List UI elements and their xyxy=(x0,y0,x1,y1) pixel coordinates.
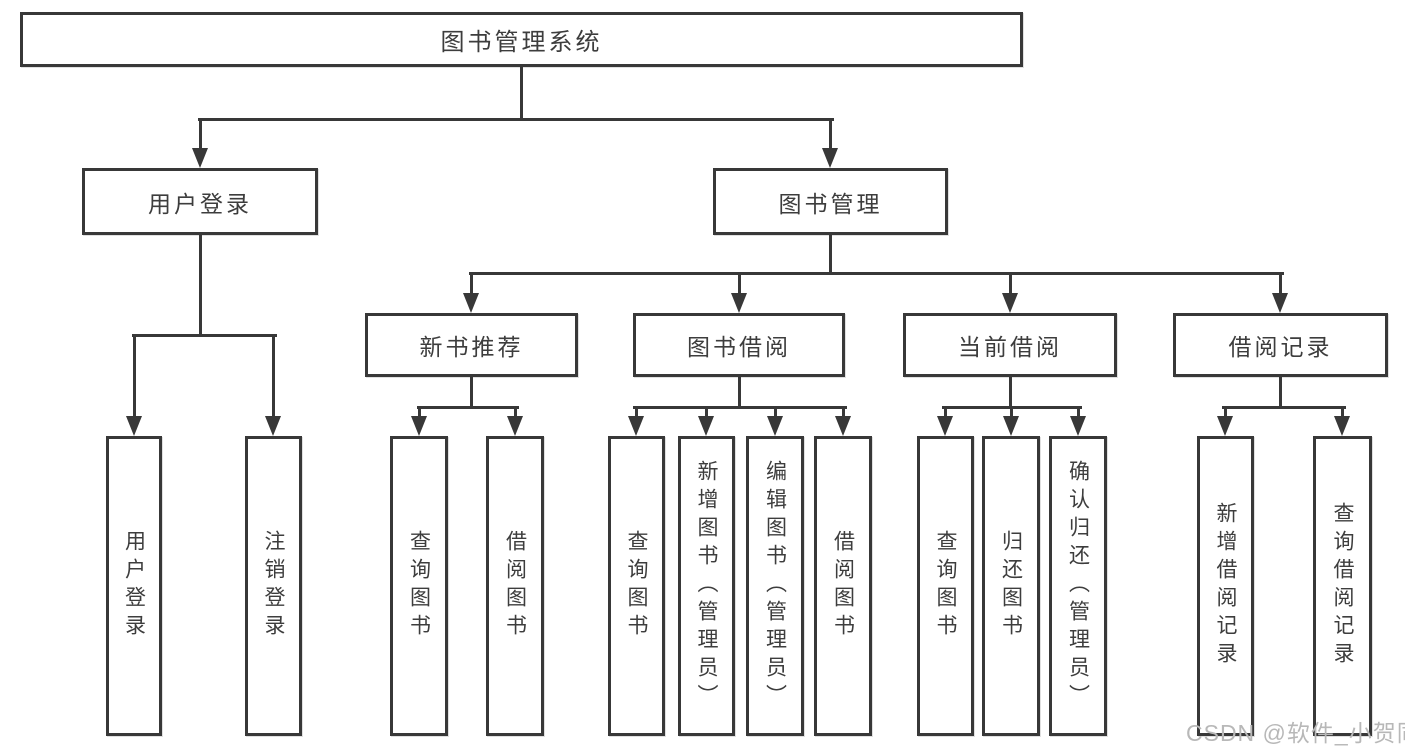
connector-line-vertical xyxy=(943,407,947,417)
node-label: 查询图书 xyxy=(407,530,431,642)
connector-line-vertical xyxy=(737,273,741,294)
arrow-down-icon xyxy=(1002,293,1018,313)
arrow-down-icon xyxy=(1070,416,1086,436)
node-label: 图书管理系统 xyxy=(440,29,603,56)
node-label: 图书借阅 xyxy=(687,334,791,360)
connector-line-vertical xyxy=(132,335,136,417)
connector-line-vertical xyxy=(198,119,202,149)
node-label: 借阅图书 xyxy=(503,530,527,642)
arrow-down-icon xyxy=(507,416,523,436)
connector-line-vertical xyxy=(469,377,473,407)
arrow-down-icon xyxy=(822,148,838,168)
node-label: 新增借阅记录 xyxy=(1214,502,1237,670)
arrow-down-icon xyxy=(731,293,747,313)
arrow-down-icon xyxy=(192,148,208,168)
arrow-down-icon xyxy=(1217,416,1233,436)
connector-line-vertical xyxy=(1223,407,1227,417)
connector-line-vertical xyxy=(1008,377,1012,407)
leaf-logout: 注销登录 xyxy=(245,436,302,736)
connector-line-vertical xyxy=(1009,407,1013,417)
node-current-borrowing: 当前借阅 xyxy=(903,313,1117,377)
node-book-borrowing: 图书借阅 xyxy=(633,313,845,377)
arrow-down-icon xyxy=(126,416,142,436)
connector-line-vertical xyxy=(704,407,708,417)
node-label: 当前借阅 xyxy=(958,334,1062,360)
node-label: 归还图书 xyxy=(999,530,1023,642)
node-label: 新书推荐 xyxy=(419,334,524,360)
leaf-query-books-borrowing: 查询图书 xyxy=(608,436,665,736)
arrow-down-icon xyxy=(265,416,281,436)
arrow-down-icon xyxy=(767,416,783,436)
node-label: 用户登录 xyxy=(122,530,146,642)
arrow-down-icon xyxy=(698,416,714,436)
leaf-user-login: 用户登录 xyxy=(106,436,162,736)
connector-line-vertical xyxy=(773,407,777,417)
connector-line-vertical xyxy=(1278,273,1282,294)
connector-line-vertical xyxy=(634,407,638,417)
arrow-down-icon xyxy=(411,416,427,436)
node-book-management: 图书管理 xyxy=(713,168,948,235)
arrow-down-icon xyxy=(1003,416,1019,436)
connector-line-vertical xyxy=(1340,407,1344,417)
leaf-borrow-books-borrowing: 借阅图书 xyxy=(814,436,872,736)
leaf-query-books-recommend: 查询图书 xyxy=(390,436,448,736)
connector-line-horizontal xyxy=(131,333,277,337)
arrow-down-icon xyxy=(937,416,953,436)
node-label: 查询图书 xyxy=(625,530,648,642)
leaf-query-books-current: 查询图书 xyxy=(917,436,974,736)
node-borrowing-records: 借阅记录 xyxy=(1173,313,1388,377)
node-label: 借阅图书 xyxy=(831,530,855,642)
node-label: 注销登录 xyxy=(262,530,285,642)
leaf-add-books-admin: 新增图书（管理员） xyxy=(678,436,735,736)
connector-line-vertical xyxy=(513,407,517,417)
node-label: 图书管理 xyxy=(778,190,883,217)
connector-line-vertical xyxy=(519,67,523,119)
node-label: 编辑图书（管理员） xyxy=(763,460,787,712)
leaf-confirm-return-admin: 确认归还（管理员） xyxy=(1049,436,1107,736)
connector-line-vertical xyxy=(469,273,473,294)
arrow-down-icon xyxy=(1272,293,1288,313)
node-label: 借阅记录 xyxy=(1228,334,1333,360)
connector-line-vertical xyxy=(1278,377,1282,407)
connector-line-horizontal xyxy=(416,405,519,409)
arrow-down-icon xyxy=(1334,416,1350,436)
node-label: 用户登录 xyxy=(148,190,252,217)
node-new-book-recommendation: 新书推荐 xyxy=(365,313,578,377)
connector-line-vertical xyxy=(271,335,275,417)
leaf-edit-books-admin: 编辑图书（管理员） xyxy=(746,436,804,736)
connector-line-horizontal xyxy=(1221,405,1346,409)
leaf-borrow-books-recommend: 借阅图书 xyxy=(486,436,544,736)
connector-line-horizontal xyxy=(941,405,1082,409)
connector-line-vertical xyxy=(828,119,832,149)
connector-line-vertical xyxy=(198,235,202,335)
connector-line-vertical xyxy=(828,235,832,273)
connector-line-vertical xyxy=(737,377,741,407)
connector-line-horizontal xyxy=(632,405,847,409)
connector-line-vertical xyxy=(1008,273,1012,294)
node-user-login: 用户登录 xyxy=(82,168,318,235)
leaf-return-books: 归还图书 xyxy=(982,436,1040,736)
watermark: CSDN @软件_小贺同学 xyxy=(1186,720,1405,746)
connector-line-vertical xyxy=(841,407,845,417)
node-label: 确认归还（管理员） xyxy=(1066,460,1090,712)
node-label: 查询图书 xyxy=(934,530,957,642)
arrow-down-icon xyxy=(835,416,851,436)
node-label: 新增图书（管理员） xyxy=(695,460,718,712)
leaf-add-borrow-record: 新增借阅记录 xyxy=(1197,436,1254,736)
node-label: 查询借阅记录 xyxy=(1331,502,1354,670)
connector-line-horizontal xyxy=(468,271,1284,275)
leaf-query-borrow-record: 查询借阅记录 xyxy=(1313,436,1372,736)
connector-line-vertical xyxy=(1076,407,1080,417)
connector-line-horizontal xyxy=(197,117,834,121)
arrow-down-icon xyxy=(463,293,479,313)
node-library-management-system: 图书管理系统 xyxy=(20,12,1023,67)
arrow-down-icon xyxy=(628,416,644,436)
connector-line-vertical xyxy=(417,407,421,417)
